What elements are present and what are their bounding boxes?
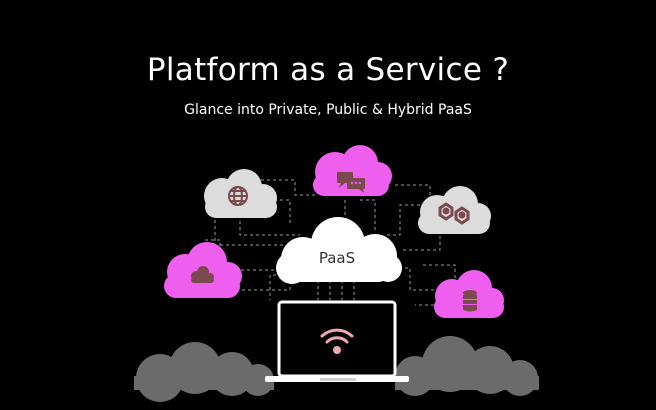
page-title: Platform as a Service ? bbox=[146, 52, 510, 88]
chat-bubbles-icon bbox=[337, 172, 365, 193]
storage-cloud bbox=[164, 242, 242, 298]
paas-cloud bbox=[276, 217, 402, 284]
globe-icon bbox=[228, 186, 248, 206]
page-subtitle: Glance into Private, Public & Hybrid Paa… bbox=[184, 102, 472, 118]
ground-clouds bbox=[134, 336, 539, 402]
cloud-icon bbox=[191, 266, 214, 283]
wifi-icon bbox=[320, 328, 354, 354]
chat-cloud bbox=[313, 145, 392, 196]
database-cloud bbox=[434, 270, 504, 318]
globe-cloud bbox=[204, 169, 277, 218]
laptop bbox=[265, 300, 409, 382]
database-icon bbox=[463, 290, 477, 312]
gears-cloud bbox=[418, 186, 491, 234]
gears-icon bbox=[438, 202, 470, 225]
paas-label: PaaS bbox=[319, 249, 355, 267]
